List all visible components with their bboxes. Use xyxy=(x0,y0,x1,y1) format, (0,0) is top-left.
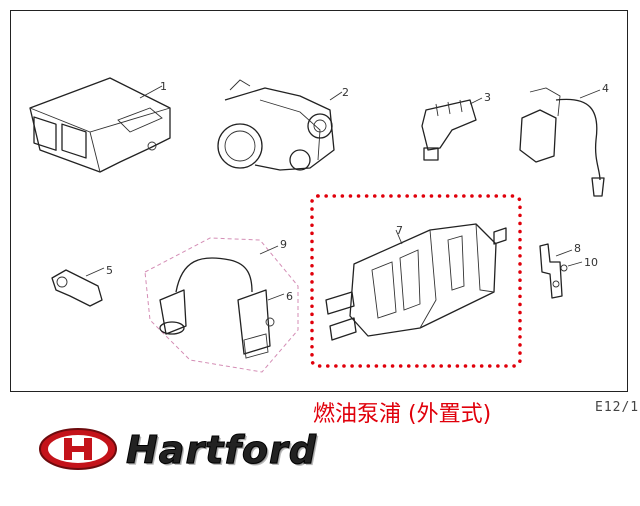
part-5-temperature-sensor xyxy=(51,267,105,307)
page-code: E12/1 xyxy=(595,400,640,415)
callout-1: 1 xyxy=(160,80,167,93)
callout-4: 4 xyxy=(602,82,609,95)
logo-text: Hartford xyxy=(126,428,317,473)
callout-3: 3 xyxy=(484,91,491,104)
callout-7: 7 xyxy=(396,224,403,237)
callout-8: 8 xyxy=(574,242,581,255)
part-10-screw xyxy=(560,261,583,272)
callout-9: 9 xyxy=(280,238,287,251)
part-4-oxygen-sensor xyxy=(519,87,605,197)
hartford-logo: Hartford xyxy=(36,424,316,474)
part-7-fuel-pump xyxy=(325,223,507,341)
part-3-injector xyxy=(421,97,483,161)
highlight-box xyxy=(310,194,522,368)
callout-2: 2 xyxy=(342,86,349,99)
part-9-pump-harness-group xyxy=(144,237,299,373)
callout-10: 10 xyxy=(584,256,598,269)
callout-5: 5 xyxy=(106,264,113,277)
hartford-emblem-icon xyxy=(39,428,117,470)
callout-6: 6 xyxy=(286,290,293,303)
part-1-ecu xyxy=(29,77,171,173)
diagram-frame xyxy=(10,10,628,392)
part-2-throttle-body xyxy=(217,79,343,171)
part-caption: 燃油泵浦 (外置式) xyxy=(313,402,492,427)
part-8-bracket xyxy=(539,243,573,299)
